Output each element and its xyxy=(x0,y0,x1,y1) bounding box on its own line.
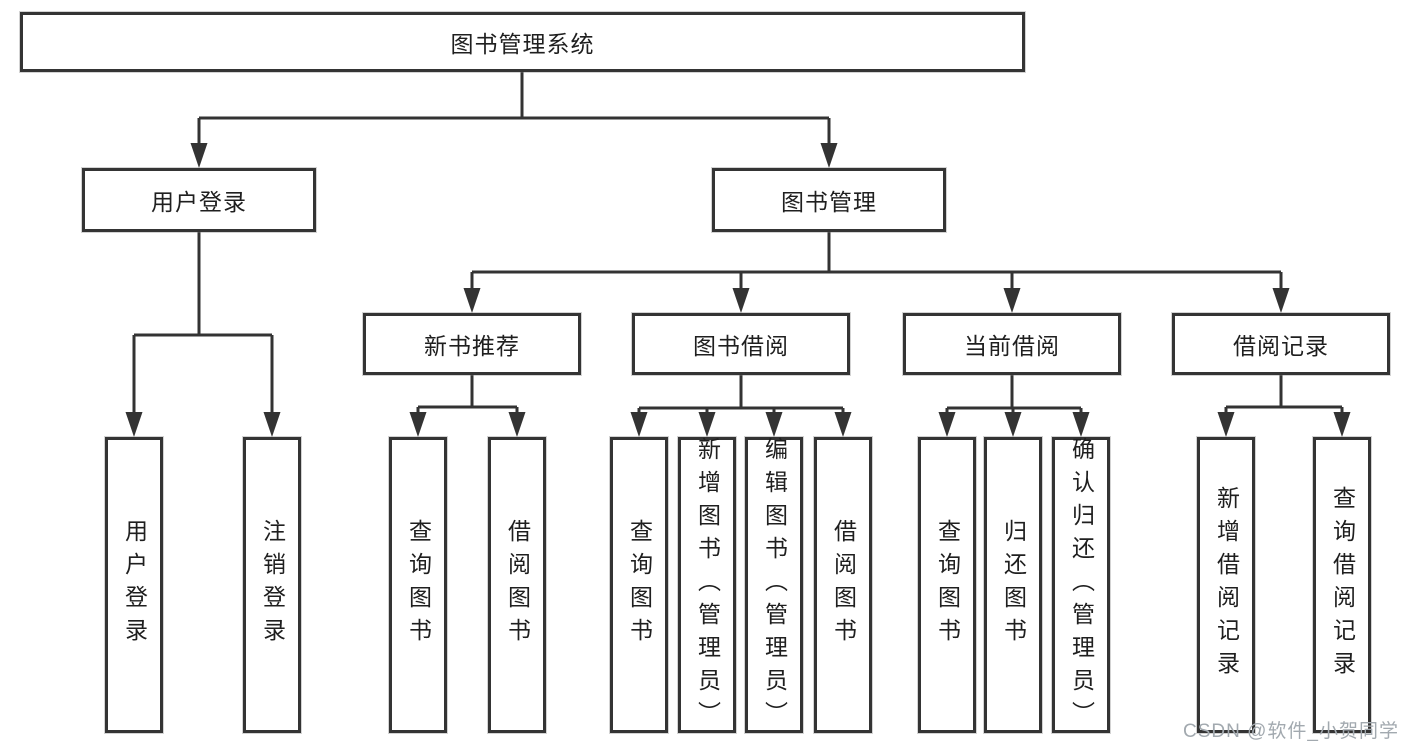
arrow-down-icon xyxy=(125,412,143,437)
node-label: 新增借阅记录 xyxy=(1213,486,1240,684)
arrow-down-icon xyxy=(698,412,716,437)
leaf-query-books-recommend: 查询图书 xyxy=(389,437,447,733)
arrow-down-icon xyxy=(463,288,481,313)
node-label: 新增图书（管理员） xyxy=(694,436,721,734)
arrow-down-icon xyxy=(508,412,526,437)
connector-borrow-records-to-leaves xyxy=(1217,375,1351,437)
node-label: 借阅记录 xyxy=(1233,333,1329,359)
node-label: 归还图书 xyxy=(1000,519,1027,651)
leaf-user-login: 用户登录 xyxy=(105,437,163,733)
leaf-logout: 注销登录 xyxy=(243,437,301,733)
node-new-book-recommend: 新书推荐 xyxy=(363,313,581,375)
leaf-borrow-books-recommend: 借阅图书 xyxy=(488,437,546,733)
node-label: 查询借阅记录 xyxy=(1329,486,1356,684)
arrow-down-icon xyxy=(938,412,956,437)
node-label: 查询图书 xyxy=(626,519,653,651)
leaf-add-book-admin: 新增图书（管理员） xyxy=(678,436,736,734)
node-user-login: 用户登录 xyxy=(82,168,316,232)
leaf-return-book: 归还图书 xyxy=(984,437,1042,733)
node-borrow-records: 借阅记录 xyxy=(1172,313,1390,375)
node-label: 用户登录 xyxy=(121,519,148,651)
node-label: 确认归还（管理员） xyxy=(1068,436,1095,734)
node-root-library-system: 图书管理系统 xyxy=(20,12,1025,72)
arrow-down-icon xyxy=(820,143,838,168)
node-book-borrow: 图书借阅 xyxy=(632,313,850,375)
node-label: 编辑图书（管理员） xyxy=(761,436,788,734)
arrow-down-icon xyxy=(1003,288,1021,313)
node-label: 借阅图书 xyxy=(504,519,531,651)
node-label: 查询图书 xyxy=(405,519,432,651)
watermark-text: CSDN @软件_小贺同学 xyxy=(1183,721,1399,742)
arrow-down-icon xyxy=(834,412,852,437)
arrow-down-icon xyxy=(1004,412,1022,437)
node-label: 图书管理 xyxy=(781,189,877,215)
node-label: 查询图书 xyxy=(934,519,961,651)
arrow-down-icon xyxy=(409,412,427,437)
node-label: 借阅图书 xyxy=(830,519,857,651)
arrow-down-icon xyxy=(263,412,281,437)
leaf-query-borrow-record: 查询借阅记录 xyxy=(1313,437,1371,733)
connector-user-login-to-leaves xyxy=(125,232,281,437)
node-label: 图书借阅 xyxy=(693,333,789,359)
arrow-down-icon xyxy=(190,143,208,168)
arrow-down-icon xyxy=(732,288,750,313)
connector-book-borrow-to-leaves xyxy=(630,375,852,437)
node-current-borrow: 当前借阅 xyxy=(903,313,1121,375)
arrow-down-icon xyxy=(1333,412,1351,437)
node-label: 用户登录 xyxy=(151,189,247,215)
connector-root-to-level2 xyxy=(190,72,838,168)
node-label: 新书推荐 xyxy=(424,333,520,359)
leaf-borrow-books: 借阅图书 xyxy=(814,437,872,733)
arrow-down-icon xyxy=(1217,412,1235,437)
node-book-management: 图书管理 xyxy=(712,168,946,232)
leaf-confirm-return-admin: 确认归还（管理员） xyxy=(1052,436,1110,734)
connector-current-borrow-to-leaves xyxy=(938,375,1090,437)
leaf-edit-book-admin: 编辑图书（管理员） xyxy=(745,436,803,734)
arrow-down-icon xyxy=(1072,412,1090,437)
arrow-down-icon xyxy=(1272,288,1290,313)
node-label: 图书管理系统 xyxy=(450,31,595,57)
node-label: 当前借阅 xyxy=(964,333,1060,359)
arrow-down-icon xyxy=(630,412,648,437)
node-label: 注销登录 xyxy=(259,519,286,651)
connector-book-management-to-level3 xyxy=(463,232,1290,313)
leaf-query-books-borrow: 查询图书 xyxy=(610,437,668,733)
connector-new-book-recommend-to-leaves xyxy=(409,375,526,437)
leaf-query-books-current: 查询图书 xyxy=(918,437,976,733)
leaf-add-borrow-record: 新增借阅记录 xyxy=(1197,437,1255,733)
arrow-down-icon xyxy=(765,412,783,437)
